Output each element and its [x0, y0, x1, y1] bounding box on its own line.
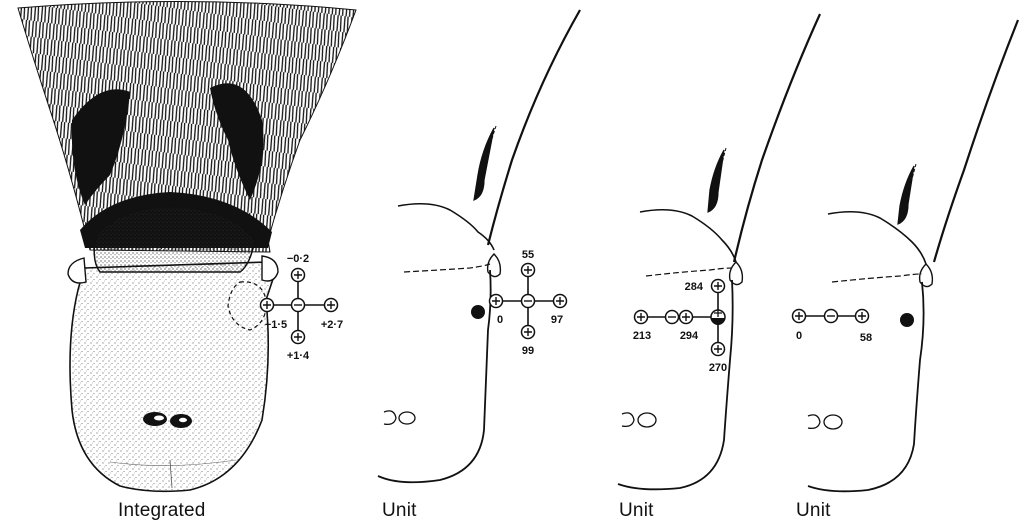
label-right: 58 — [860, 332, 872, 344]
recording-site-dot — [471, 305, 485, 319]
bill-edge — [378, 270, 491, 482]
plus-symbol — [522, 264, 535, 277]
nostril-highlight-right — [179, 418, 187, 422]
label-left: 0 — [497, 314, 503, 326]
stimulus-cross-unit-2: 284 213 294 270 — [633, 280, 727, 375]
shield-edge — [828, 212, 926, 264]
plus-symbol — [680, 311, 693, 324]
label-left: −1·5 — [265, 319, 287, 331]
panel-unit-1 — [378, 10, 580, 482]
label-top: 55 — [522, 249, 534, 261]
stimulus-line-unit-3: 0 58 — [793, 310, 873, 345]
plus-symbol — [856, 310, 869, 323]
plus-symbol — [793, 310, 806, 323]
minus-symbol — [522, 295, 535, 308]
minus-symbol — [825, 310, 838, 323]
head-outline — [488, 10, 580, 245]
nostril-outline-right — [399, 412, 415, 424]
plus-symbol — [554, 295, 567, 308]
label-left: 0 — [796, 330, 802, 342]
nostril-outline-right — [638, 413, 656, 427]
nostril-outline-left — [622, 413, 634, 427]
minus-symbol — [292, 299, 305, 312]
shield-boundary-dashed — [646, 268, 732, 276]
nostril-outline-right — [824, 415, 842, 429]
nostril-highlight-left — [154, 416, 164, 421]
plus-symbol — [325, 299, 338, 312]
label-right: +2·7 — [321, 319, 343, 331]
caption-integrated: Integrated — [118, 500, 206, 522]
plus-symbol — [712, 343, 725, 356]
plus-symbol — [292, 269, 305, 282]
label-top: −0·2 — [287, 253, 309, 265]
label-mid: 294 — [680, 330, 699, 342]
bill-flap-right — [262, 256, 278, 281]
bill-outline — [70, 262, 274, 491]
panel-unit-2 — [618, 14, 820, 489]
label-bottom: 99 — [522, 345, 534, 357]
recording-site-dot — [900, 313, 914, 327]
caption-unit-3: Unit — [796, 500, 831, 522]
caption-unit-1: Unit — [382, 500, 417, 522]
plus-symbol — [635, 311, 648, 324]
shield-boundary-dashed — [832, 274, 922, 282]
eye-mark — [708, 150, 724, 212]
bill-flap-left — [68, 258, 86, 283]
label-bottom: +1·4 — [287, 350, 310, 362]
shield-edge — [640, 210, 736, 262]
nostril-outline-left — [384, 411, 396, 425]
panel-unit-3 — [808, 20, 1018, 491]
plus-symbol — [522, 326, 535, 339]
eye-mark — [898, 166, 914, 224]
nostril-outline-left — [808, 415, 820, 429]
half-filled-recording-site — [711, 309, 725, 325]
label-left: 213 — [633, 330, 651, 342]
head-outline — [934, 20, 1018, 262]
shield-edge — [398, 204, 494, 250]
plus-symbol — [490, 295, 503, 308]
shield-boundary-dashed — [404, 264, 490, 272]
minus-symbol — [666, 311, 679, 324]
panel-integrated: −0·2 −1·5 +2·7 +1·4 — [18, 1, 356, 491]
head-outline — [734, 14, 820, 262]
caption-unit-2: Unit — [619, 500, 654, 522]
eye-mark — [474, 128, 494, 200]
label-right: 97 — [551, 314, 563, 326]
plus-symbol — [292, 331, 305, 344]
stimulus-cross-unit-1: 55 0 97 99 — [490, 249, 567, 357]
label-top: 284 — [685, 281, 704, 293]
plus-symbol — [712, 280, 725, 293]
plus-symbol — [261, 299, 274, 312]
label-bottom: 270 — [709, 362, 727, 374]
